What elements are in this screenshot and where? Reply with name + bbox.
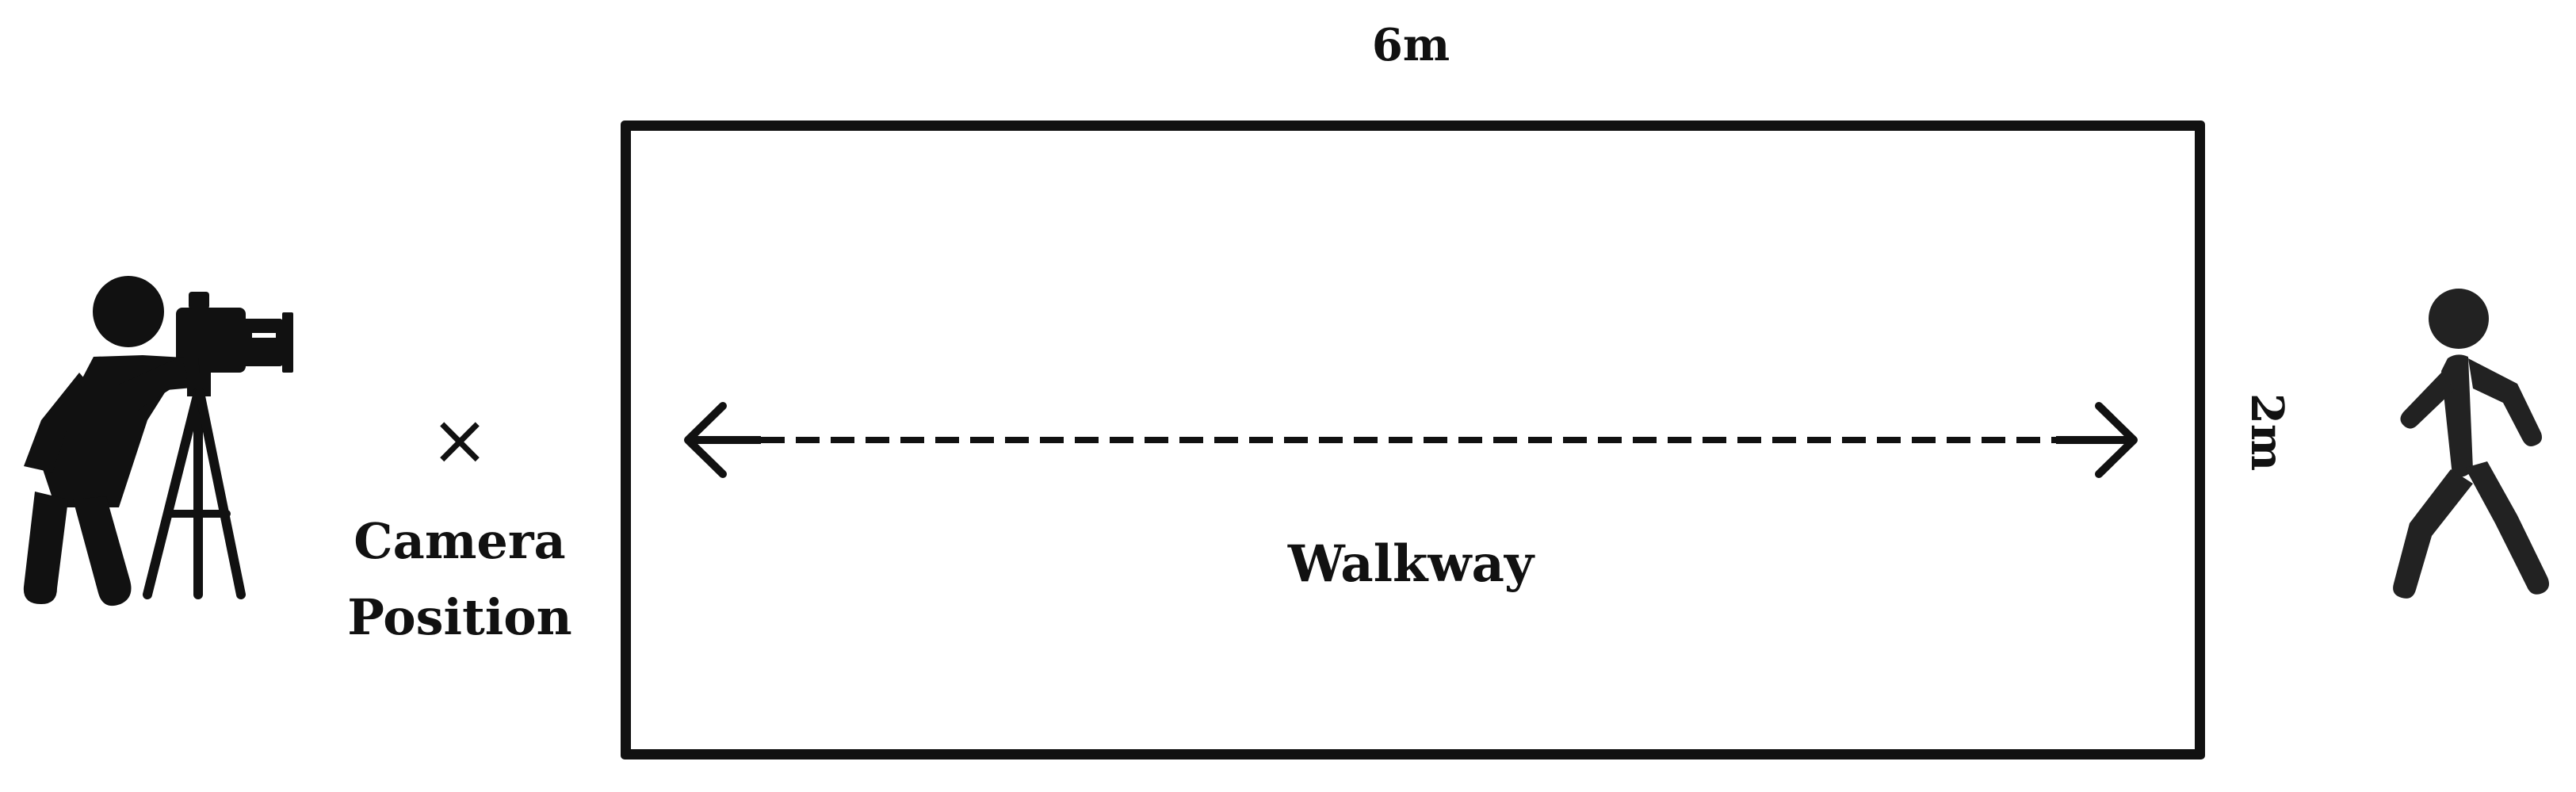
walking-direction-arrow bbox=[684, 402, 2138, 478]
left-arrowhead-icon bbox=[684, 402, 727, 478]
walkway-label: Walkway bbox=[1287, 534, 1535, 594]
camera-position-label-line1: Camera bbox=[354, 512, 566, 570]
walkway-width-label: 6m bbox=[1371, 19, 1450, 71]
camera-position-label: Camera Position bbox=[325, 503, 594, 656]
walking-person-icon bbox=[2393, 289, 2549, 599]
walkway-rectangle bbox=[621, 121, 2205, 759]
camera-operator-icon bbox=[23, 276, 293, 606]
walkway-height-label: 2m bbox=[2241, 392, 2293, 472]
right-arrowhead-icon bbox=[2095, 402, 2138, 478]
camera-position-label-line2: Position bbox=[347, 588, 572, 646]
camera-position-marker: × bbox=[430, 399, 489, 480]
